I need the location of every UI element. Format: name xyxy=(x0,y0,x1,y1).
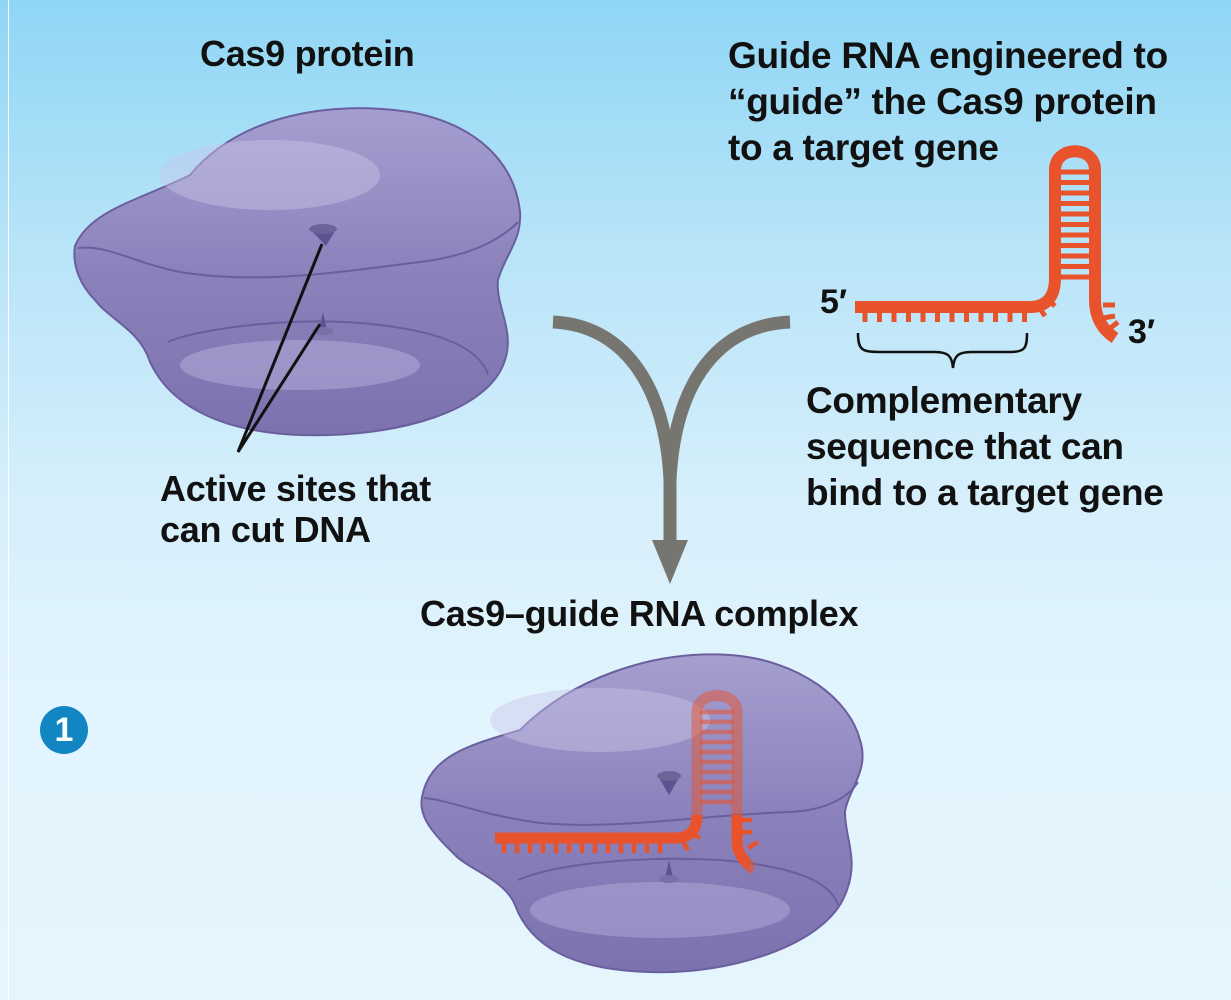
leader-line-bottom xyxy=(236,323,322,453)
guide-rna-label-line: “guide” the Cas9 protein xyxy=(728,81,1157,122)
rna-base xyxy=(1044,296,1057,308)
active-sites-label: Active sites that can cut DNA xyxy=(160,468,431,550)
merge-arrow xyxy=(552,315,791,584)
complex-active-site-bottom xyxy=(665,860,673,878)
figure-frame xyxy=(8,0,1231,1000)
complex-label: Cas9–guide RNA complex xyxy=(420,593,859,634)
step-number-badge: 1 xyxy=(40,706,88,754)
three-prime-label: 3′ xyxy=(1128,313,1156,351)
active-site-bottom xyxy=(319,312,327,330)
complex-active-site-top xyxy=(658,776,680,795)
rna-base xyxy=(1106,320,1120,332)
rna-base xyxy=(1102,313,1116,321)
rna-base xyxy=(688,830,702,840)
cas9-protein-shape xyxy=(73,107,522,453)
rna-base xyxy=(1035,304,1048,318)
complementary-sequence-label: Complementary sequence that can bind to … xyxy=(806,378,1164,516)
complex-protein-shape xyxy=(420,653,864,974)
arrow-head-icon xyxy=(652,540,688,584)
active-sites-label-line: Active sites that xyxy=(160,468,431,509)
guide-rna-label-line: to a target gene xyxy=(728,127,999,168)
active-sites-label-line: can cut DNA xyxy=(160,509,371,550)
guide-rna-label-line: Guide RNA engineered to xyxy=(728,35,1168,76)
bracket xyxy=(856,332,1029,369)
five-prime-label: 5′ xyxy=(820,283,848,321)
complementary-label-line: bind to a target gene xyxy=(806,472,1164,513)
cas9-protein-label: Cas9 protein xyxy=(200,33,415,74)
rna-base xyxy=(680,838,690,852)
rna-base xyxy=(746,840,760,850)
guide-rna-label: Guide RNA engineered to “guide” the Cas9… xyxy=(728,33,1168,171)
complementary-label-line: Complementary xyxy=(806,380,1082,421)
complementary-label-line: sequence that can xyxy=(806,426,1124,467)
leader-line-top xyxy=(236,243,324,453)
guide-rna-shape xyxy=(855,145,1120,343)
complex-rna-shape xyxy=(495,690,760,875)
